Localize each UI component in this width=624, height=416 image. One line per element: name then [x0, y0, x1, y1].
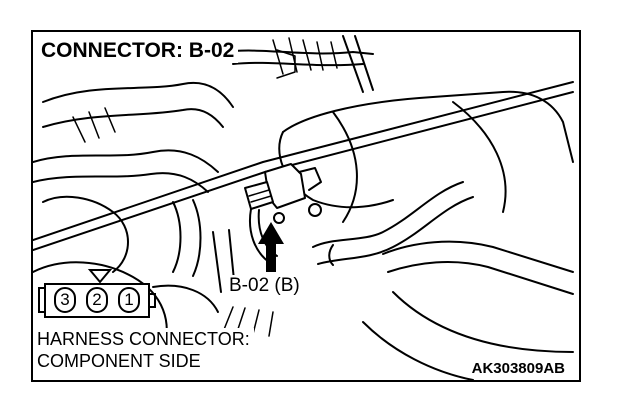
connector-title: CONNECTOR: B-02	[39, 38, 239, 63]
connector-pin: 3	[54, 287, 76, 313]
harness-label-line1: HARNESS CONNECTOR:	[37, 329, 250, 349]
connector-pin: 1	[118, 287, 140, 313]
harness-connector-label: HARNESS CONNECTOR: COMPONENT SIDE	[35, 328, 254, 372]
connector-callout-label: B-02 (B)	[226, 275, 303, 296]
diagram-frame: CONNECTOR: B-02 3 2 1 B-02 (B) HARNESS C…	[31, 30, 581, 382]
connector-pin: 2	[86, 287, 108, 313]
arrow-up-icon	[258, 222, 284, 272]
figure-code: AK303809AB	[469, 360, 567, 377]
harness-label-line2: COMPONENT SIDE	[37, 351, 201, 371]
pin-marker-triangle-icon	[87, 269, 113, 284]
